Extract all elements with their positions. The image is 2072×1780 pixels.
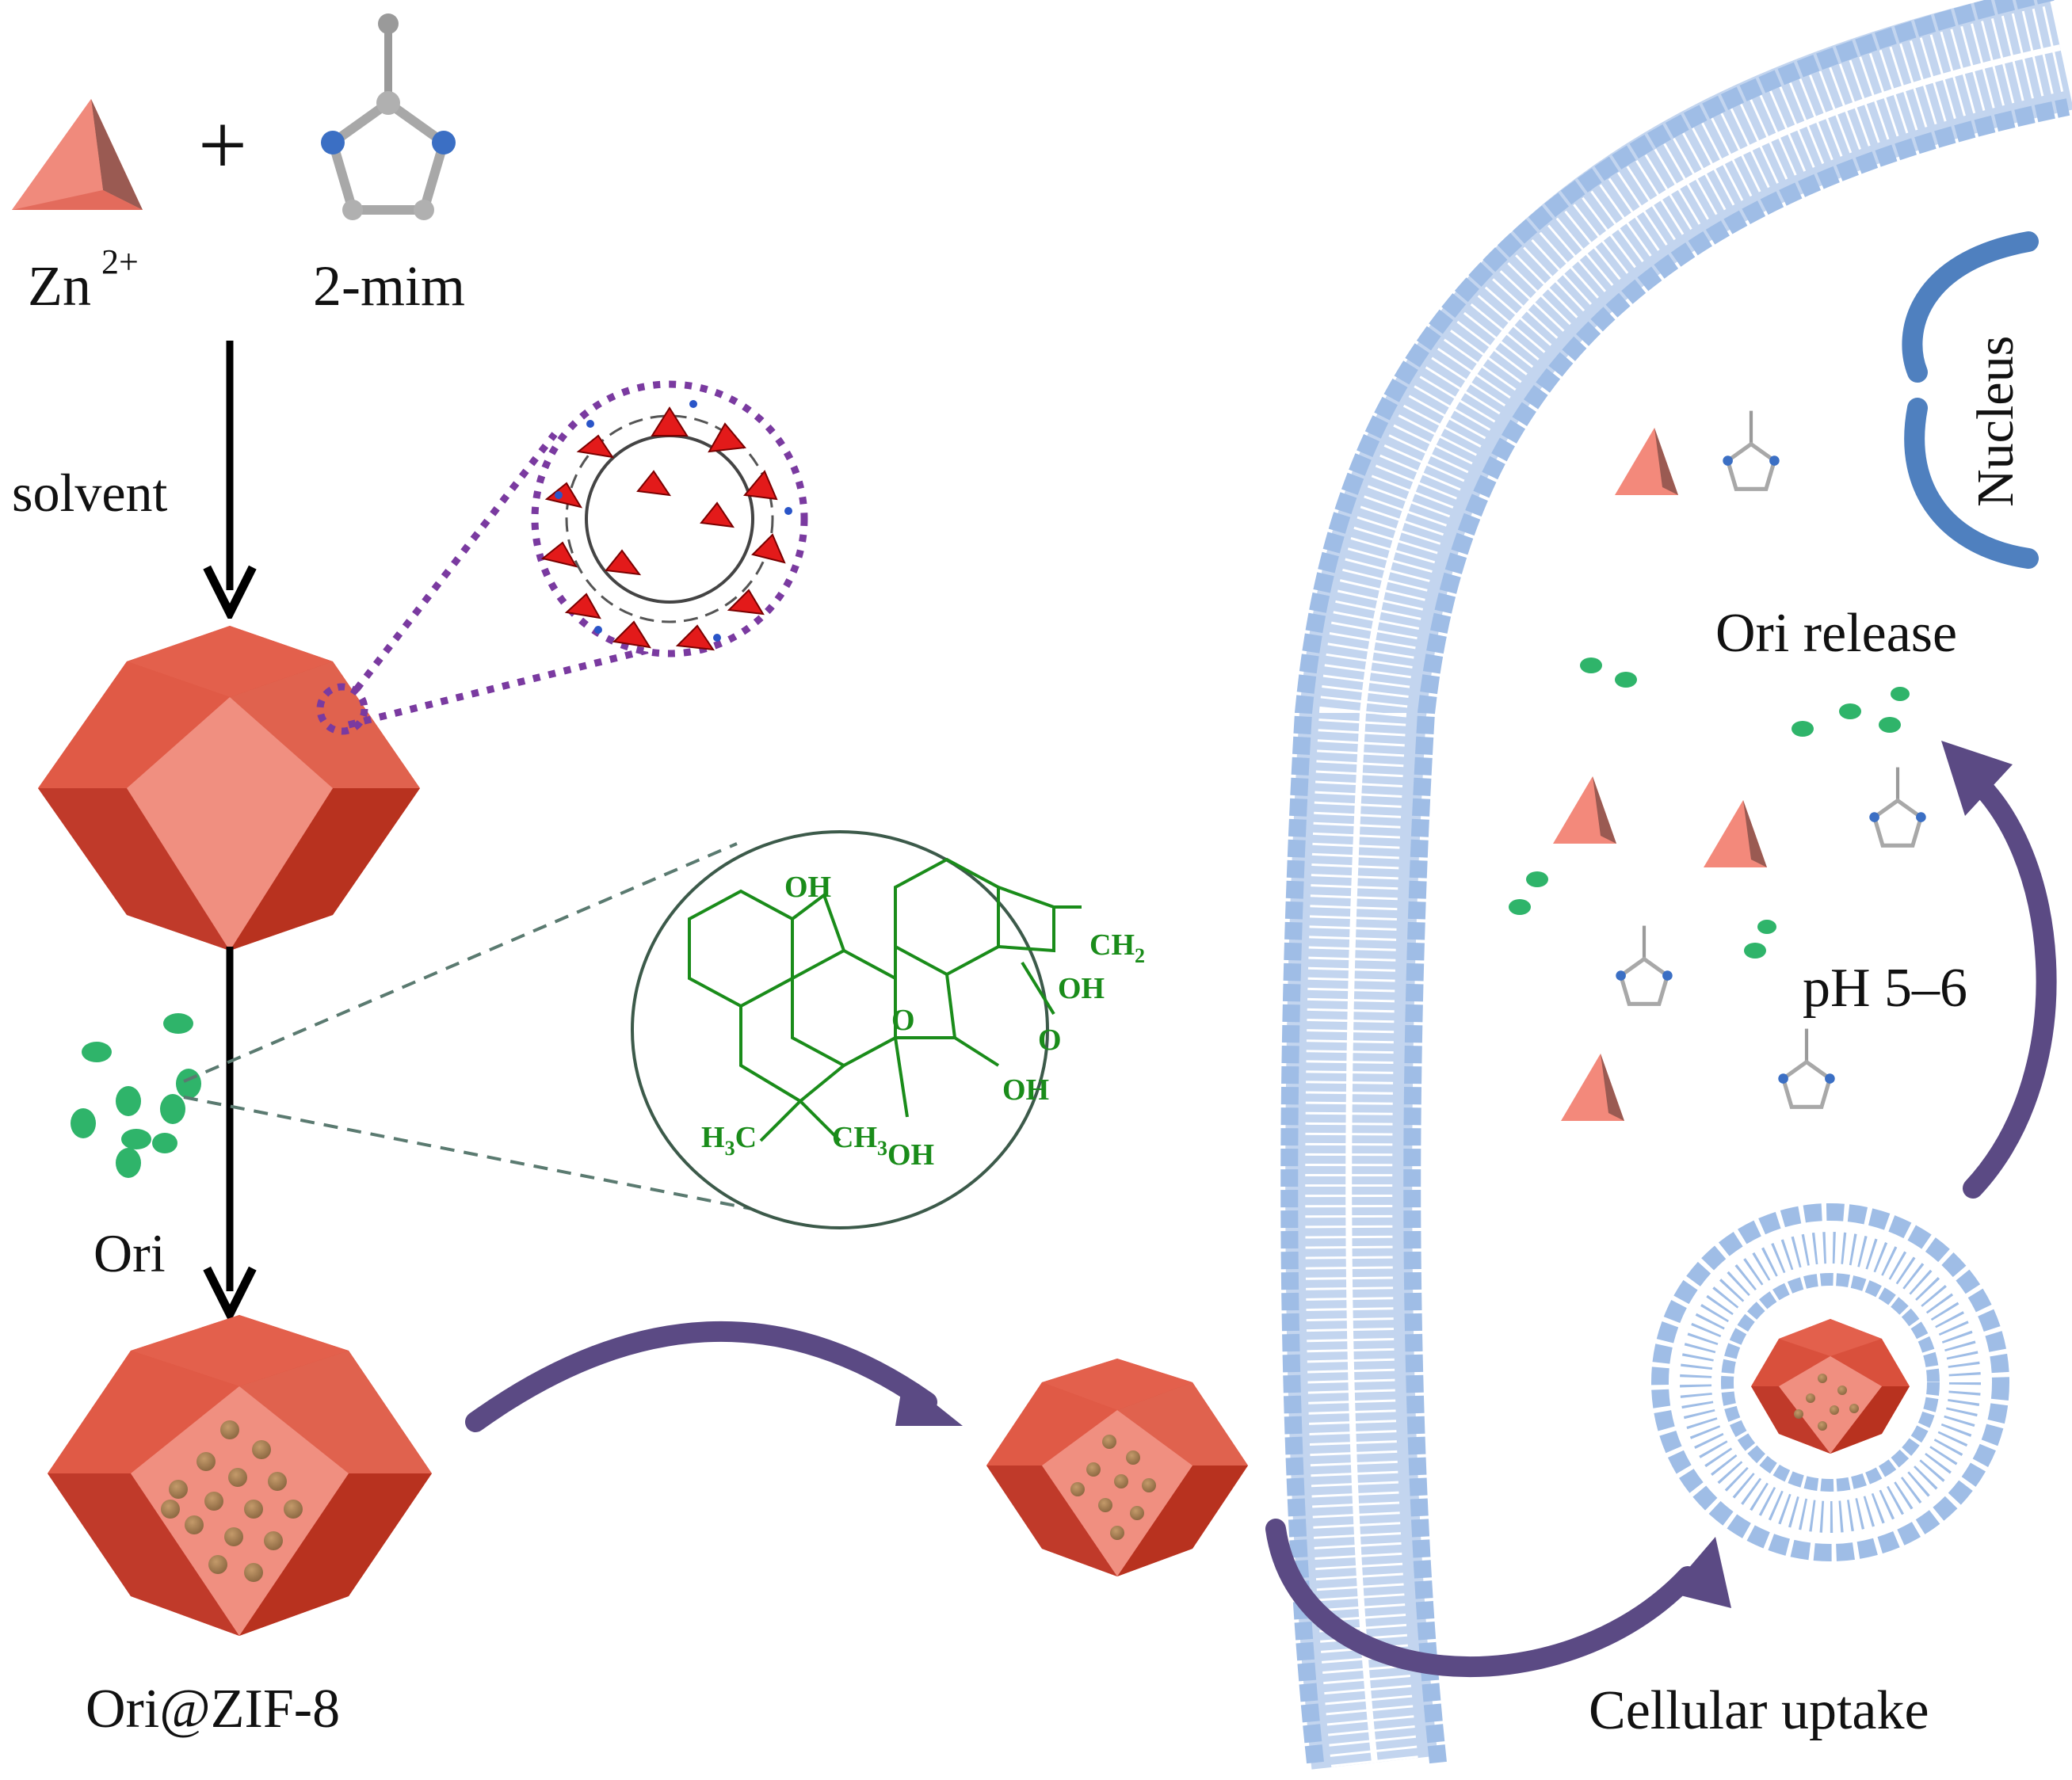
uptake-arrow [1265,1519,1698,1677]
2-mim-label: 2-mim [313,254,465,318]
svg-text:CH2: CH2 [1089,928,1145,967]
cell-membrane [1280,0,2072,1770]
ph-release-arrow [1951,758,2057,1199]
svg-text:OH: OH [1058,972,1105,1005]
ori-zif8-label: Ori@ZIF-8 [86,1679,340,1740]
svg-text:Nucleus: Nucleus [1967,336,2024,507]
oridonin-structure: OH CH2 OH O O OH H3C CH3 OH [631,830,1145,1229]
svg-text:O: O [891,1004,915,1037]
svg-text:OH: OH [784,871,831,904]
solvent-label: solvent [12,463,168,523]
zoom-line-bottom [183,1096,829,1225]
svg-text:O: O [1038,1023,1062,1057]
svg-text:OH: OH [887,1138,934,1172]
svg-text:CH3: CH3 [832,1121,887,1160]
zn-tetrahedron-icon [12,99,143,210]
ori-drug-particles [71,1013,201,1178]
released-ori-particles [1509,657,1910,959]
plus-sign: + [198,97,247,193]
svg-text:Zn: Zn [28,254,91,318]
nucleus: Nucleus [1902,231,2039,569]
zif8-crystal [38,626,420,951]
transport-arrow-1 [465,1321,937,1432]
ori-label: Ori [93,1223,166,1283]
zoom-line-top [183,842,738,1083]
released-zn-icons [1553,428,1767,1121]
framework-zoom [316,380,808,735]
framework-structure [540,400,792,651]
zn-label: Zn 2+ [28,242,139,318]
ori-release-label: Ori release [1715,603,1957,664]
endosome-vesicle [1651,1203,2009,1561]
ph-label: pH 5–6 [1803,958,1967,1019]
svg-text:H3C: H3C [701,1121,757,1160]
released-2-mim-icons [1616,410,1926,1109]
cellular-uptake-label: Cellular uptake [1589,1680,1929,1741]
2-mim-molecule-icon [321,13,456,220]
svg-text:OH: OH [1002,1073,1049,1107]
small-ori-zif8-crystal [986,1359,1248,1576]
svg-text:2+: 2+ [101,242,139,281]
ori-zif8-crystal [48,1315,432,1636]
